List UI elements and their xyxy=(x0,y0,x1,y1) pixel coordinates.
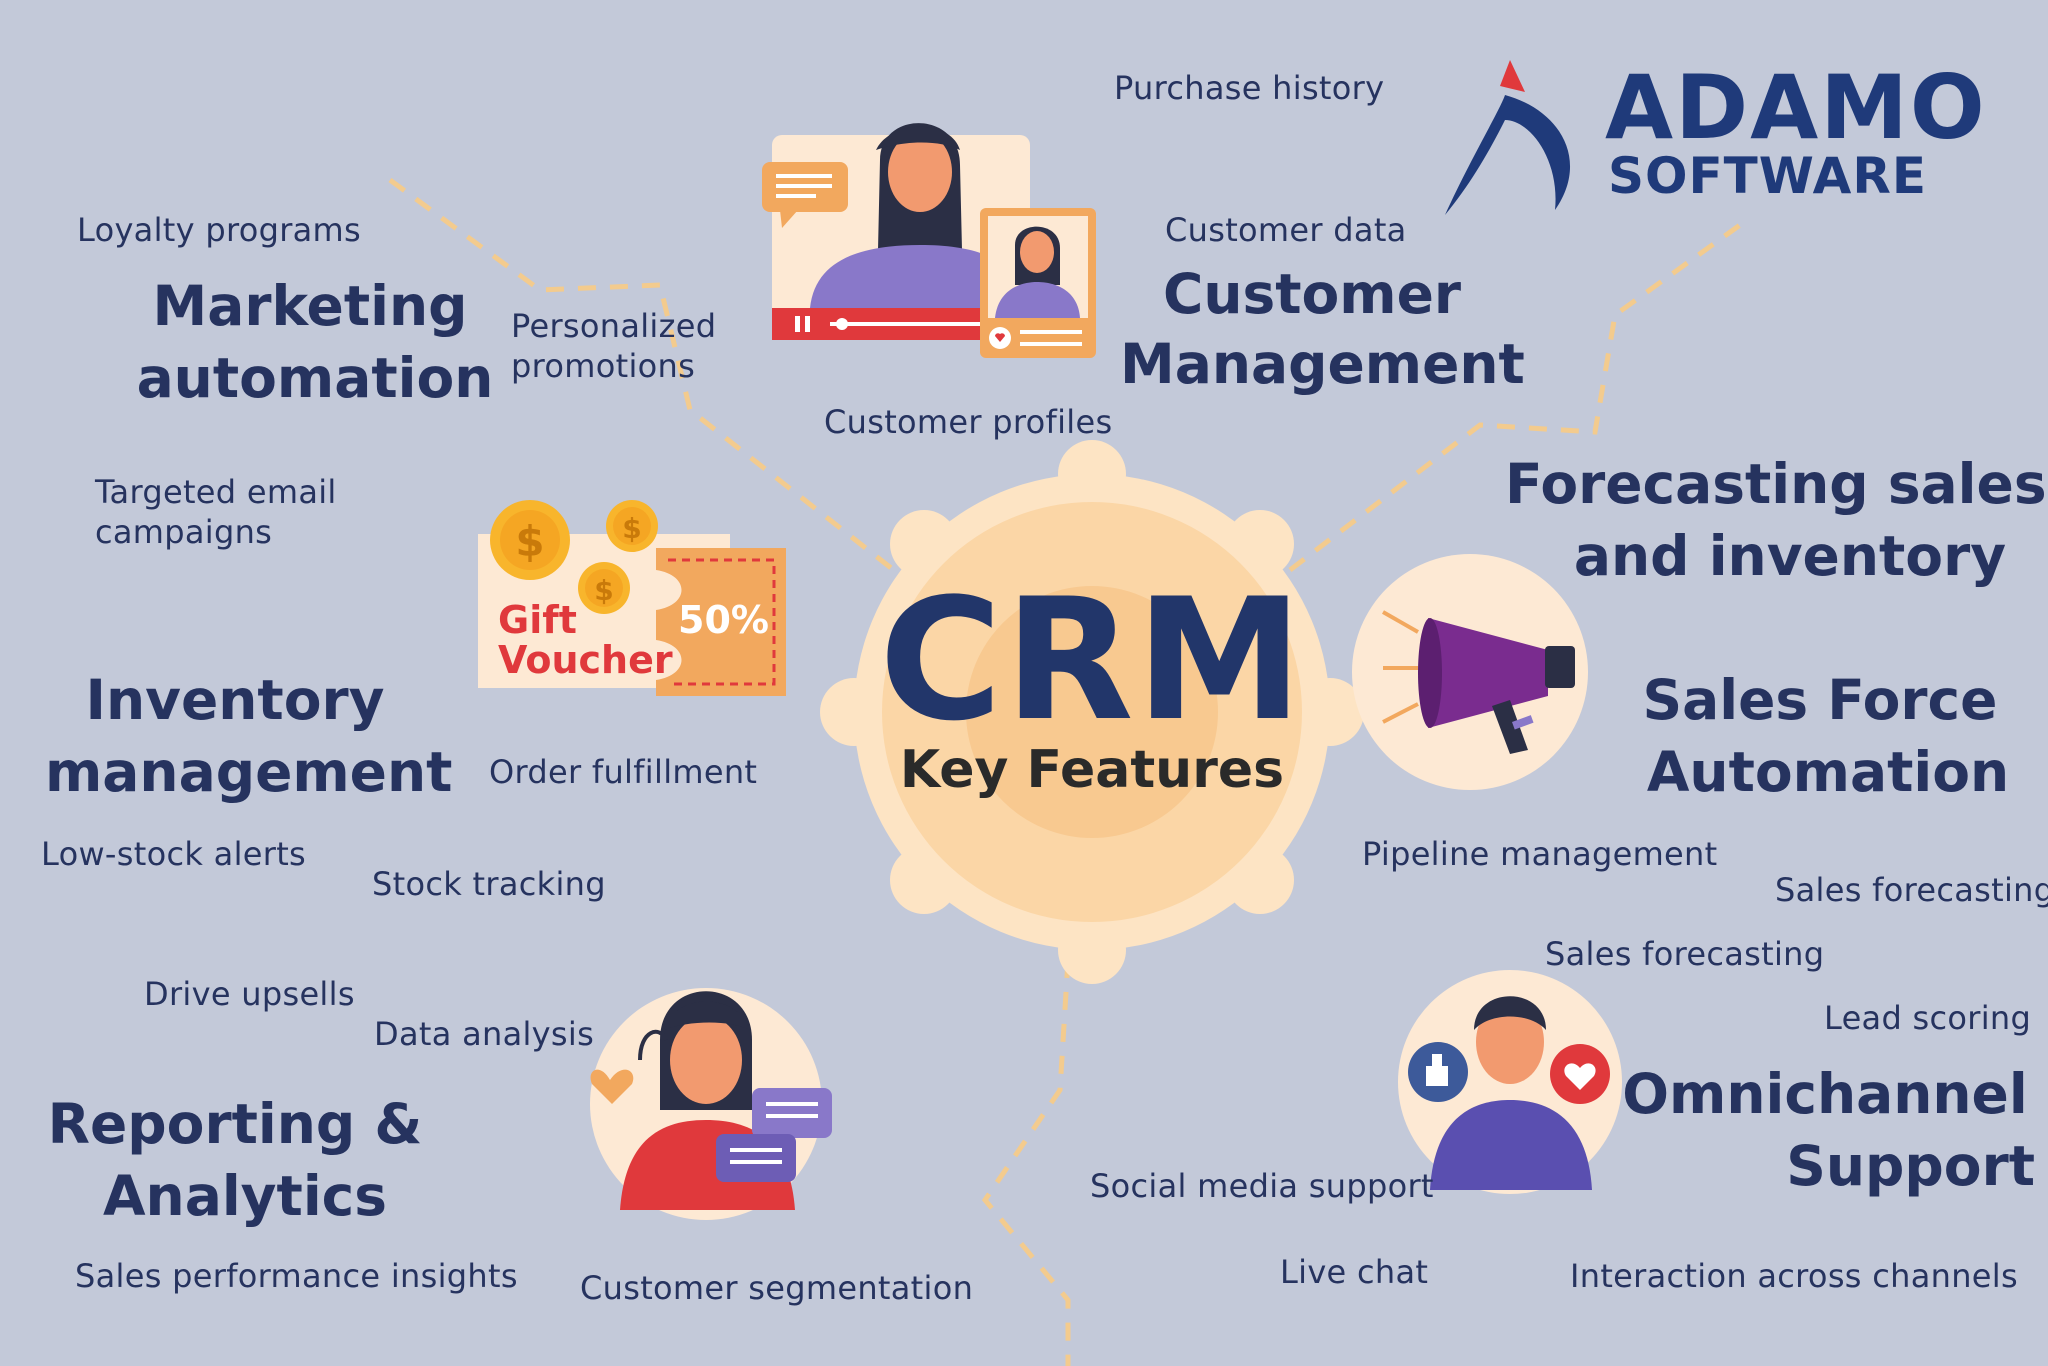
label-customer-segmentation: Customer segmentation xyxy=(580,1269,974,1307)
video-call-illustration xyxy=(762,123,1096,358)
feature-reporting-line2: Analytics xyxy=(102,1164,388,1228)
logo-wordmark-top: ADAMO xyxy=(1605,56,1987,159)
svg-text:$: $ xyxy=(515,517,544,566)
connector-lines xyxy=(388,177,1742,1366)
svg-text:$: $ xyxy=(594,574,613,607)
label-pipeline-management: Pipeline management xyxy=(1362,835,1718,873)
support-agent-illustration xyxy=(590,988,832,1220)
label-low-stock-alerts: Low-stock alerts xyxy=(41,835,307,873)
label-sales-forecasting-1: Sales forecasting xyxy=(1775,871,2048,909)
voucher-discount: 50% xyxy=(678,598,769,642)
label-live-chat: Live chat xyxy=(1280,1253,1429,1291)
connector-marketing xyxy=(388,177,902,577)
feature-omnichannel-line1: Omnichannel xyxy=(1622,1062,2028,1126)
label-lead-scoring: Lead scoring xyxy=(1824,999,2032,1037)
omnichannel-person-illustration xyxy=(1398,970,1622,1194)
feature-customer-line2: Management xyxy=(1120,332,1525,396)
voucher-label-voucher: Voucher xyxy=(498,638,673,682)
feature-marketing-line1: Marketing xyxy=(152,274,468,338)
label-data-analysis: Data analysis xyxy=(374,1015,595,1053)
label-purchase-history: Purchase history xyxy=(1114,69,1385,107)
label-loyalty-programs: Loyalty programs xyxy=(77,211,362,249)
center-subtitle: Key Features xyxy=(899,740,1285,800)
label-customer-profiles: Customer profiles xyxy=(824,403,1113,441)
feature-reporting-line1: Reporting & xyxy=(47,1092,423,1156)
feature-forecasting-line1: Forecasting sales xyxy=(1505,452,2047,516)
feature-sfa-line1: Sales Force xyxy=(1642,668,1998,732)
label-targeted-email-campaigns: Targeted email campaigns xyxy=(95,473,337,551)
feature-marketing-line2: automation xyxy=(136,346,494,410)
label-interaction-across-channels: Interaction across channels xyxy=(1570,1257,2018,1295)
feature-forecasting-line2: and inventory xyxy=(1573,524,2007,588)
feature-omnichannel-line2: Support xyxy=(1786,1134,2035,1198)
label-drive-upsells: Drive upsells xyxy=(144,975,355,1013)
label-personalized-promotions: Personalized promotions xyxy=(511,307,717,385)
label-sales-forecasting-2: Sales forecasting xyxy=(1545,935,1825,973)
label-customer-data: Customer data xyxy=(1165,211,1407,249)
svg-text:$: $ xyxy=(622,512,641,545)
logo-wordmark-bottom: SOFTWARE xyxy=(1608,147,1928,205)
coin-icon: $ $ $ xyxy=(490,500,658,614)
feature-sfa-line2: Automation xyxy=(1646,740,2010,804)
gear-icon xyxy=(820,440,1364,984)
feature-inventory-line1: Inventory xyxy=(85,668,385,732)
megaphone-illustration xyxy=(1352,554,1588,790)
label-social-media-support: Social media support xyxy=(1090,1167,1434,1205)
label-stock-tracking: Stock tracking xyxy=(372,865,606,903)
voucher-label-gift: Gift xyxy=(498,598,577,642)
feature-inventory-line2: management xyxy=(45,740,453,804)
adamo-logo-mark xyxy=(1445,60,1571,215)
label-order-fulfillment: Order fulfillment xyxy=(489,753,758,791)
feature-customer-line1: Customer xyxy=(1162,262,1462,326)
connector-customer xyxy=(1288,222,1742,572)
center-title: CRM xyxy=(879,562,1305,758)
connector-bottom xyxy=(981,959,1071,1366)
gift-voucher-illustration: $ $ $ xyxy=(478,500,786,696)
label-sales-performance-insights: Sales performance insights xyxy=(75,1257,518,1295)
